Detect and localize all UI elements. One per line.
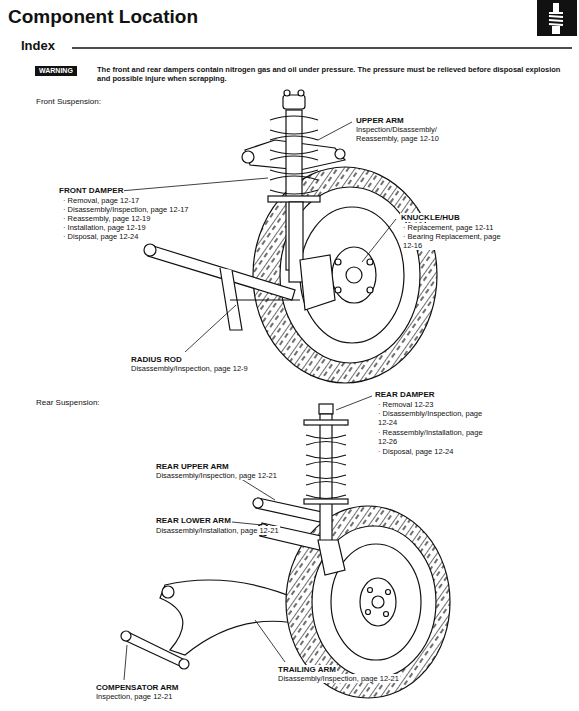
leader-lines <box>124 396 372 680</box>
rule <box>72 47 572 48</box>
part-name: UPPER ARM <box>355 116 405 125</box>
page-reference: · Removal 12-23 <box>377 400 434 409</box>
group-heading: Rear Suspension: <box>35 398 101 407</box>
part-name: REAR LOWER ARM <box>155 516 232 525</box>
section-icon <box>537 0 577 36</box>
page-reference: · Disassembly/Inspection, page 12-17 <box>62 205 189 214</box>
page-reference: · Bearing Replacement, page 12-16 <box>402 232 504 250</box>
page-reference: Disassembly/Inspection, page 12-9 <box>130 364 249 373</box>
page-reference: · Replacement, page 12-11 <box>402 223 494 232</box>
page-title: Component Location <box>8 6 198 28</box>
page-reference: Disassembly/Inspection, page 12-21 <box>155 471 278 480</box>
page-reference: · Removal, page 12-17 <box>62 196 140 205</box>
group-heading: Front Suspension: <box>35 97 102 106</box>
page-reference: Inspection/Disassembly/ Reassembly, page… <box>355 125 467 143</box>
page-reference: Inspection, page 12-21 <box>95 692 173 701</box>
page-reference: · Installation, page 12-19 <box>62 223 147 232</box>
page-reference: · Reassembly, page 12-19 <box>62 214 151 223</box>
page-reference: · Reassembly/Installation, page 12-26 <box>377 428 489 446</box>
page-reference: · Disassembly/Inspection, page 12-24 <box>377 409 484 427</box>
part-name: FRONT DAMPER <box>58 186 124 195</box>
section-heading: Index <box>20 39 56 53</box>
page-reference: Disassembly/Installation, page 12-21 <box>155 526 280 535</box>
page-reference: Disassembly/Inspection, page 12-21 <box>277 674 400 683</box>
warning-badge: WARNING <box>35 66 77 76</box>
part-name: REAR UPPER ARM <box>155 462 230 471</box>
page-reference: · Disposal, page 12-24 <box>62 232 139 241</box>
part-name: RADIUS ROD <box>130 355 183 364</box>
part-name: REAR DAMPER <box>374 390 436 399</box>
leader-lines <box>120 122 396 352</box>
part-name: KNUCKLE/HUB <box>400 213 461 222</box>
part-name: COMPENSATOR ARM <box>95 683 180 692</box>
warning-note: The front and rear dampers contain nitro… <box>96 65 568 83</box>
page-reference: · Disposal, page 12-24 <box>377 447 454 456</box>
part-name: TRAILING ARM <box>277 665 337 674</box>
